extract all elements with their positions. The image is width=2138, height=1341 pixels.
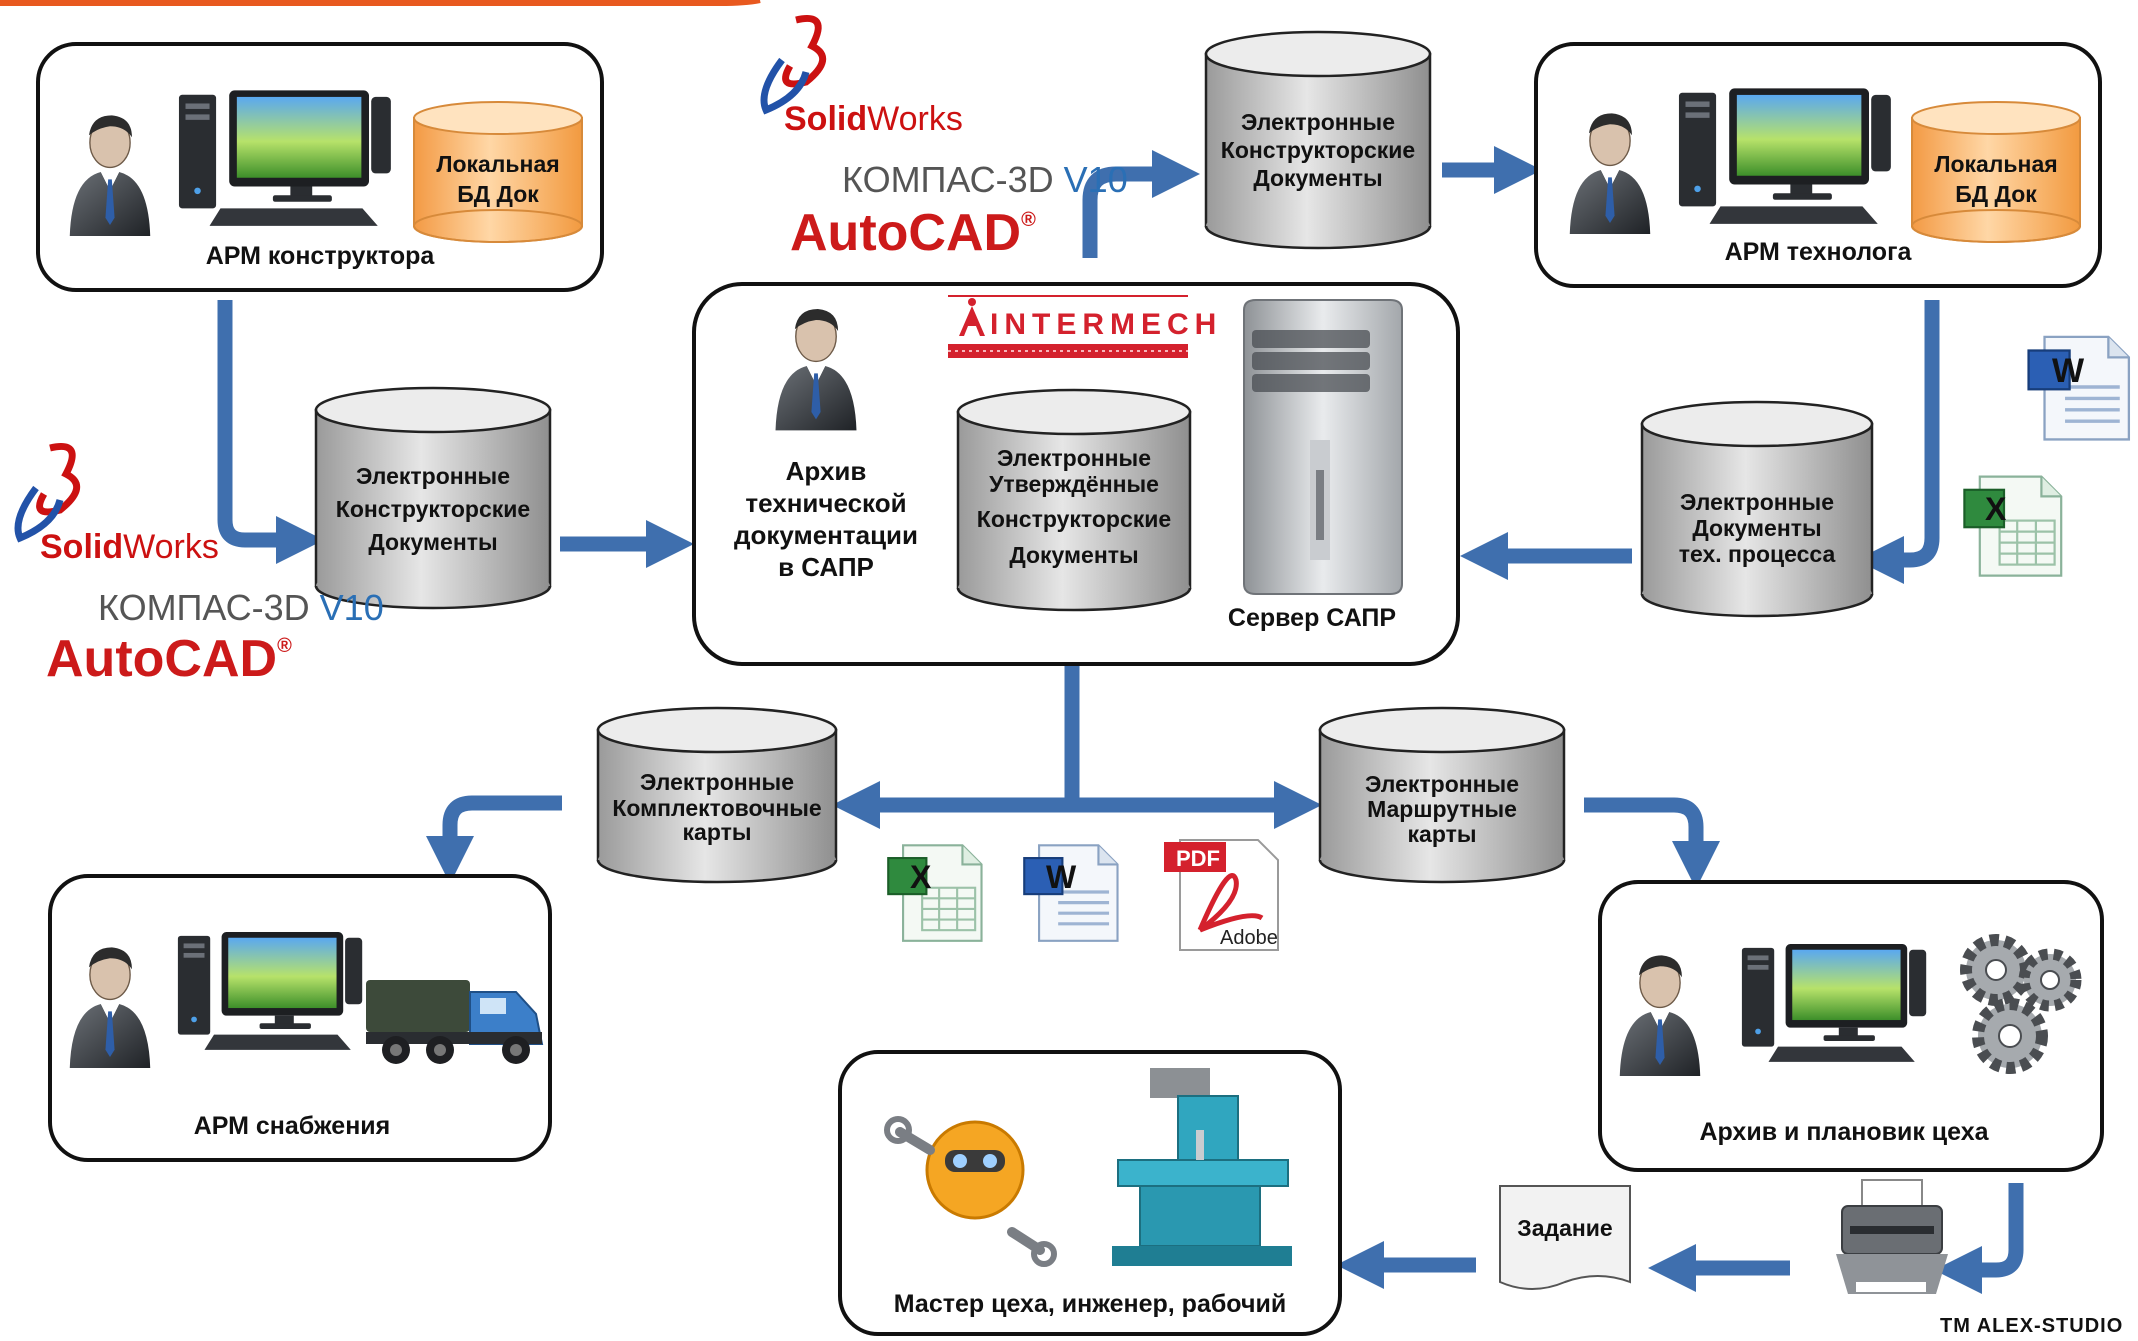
cad-logos-top: SolidWorks КОМПАС-3D V10 AutoCAD® — [760, 15, 1128, 262]
server-label: Сервер САПР — [1228, 604, 1396, 632]
excel-letter: X — [1985, 491, 2007, 527]
archive-label-line1: Архив — [786, 456, 867, 486]
solidworks-logo: SolidWorks — [14, 443, 219, 566]
server-icon — [1243, 299, 1403, 595]
db-label-line1: Электронные — [1241, 109, 1395, 135]
local-database-cylinder: Локальная БД Док — [1911, 101, 2081, 243]
intermech-logo: INTERMECH — [948, 295, 1222, 358]
flow-arrows — [217, 145, 2024, 1295]
task-label: Задание — [1517, 1215, 1612, 1241]
cad-archive: Архив технической документации в САПР IN… — [692, 282, 1460, 666]
database-approved-design-docs: Электронные Утверждённые Конструкторские… — [956, 388, 1192, 612]
excel-document-icon — [887, 844, 983, 942]
solidworks-rest: Works — [867, 100, 963, 138]
workstation-planner: Архив и плановик цеха — [1598, 880, 2104, 1172]
local-db-label-line1: Локальная — [1934, 151, 2057, 177]
db-label-line3: Документы — [1253, 165, 1382, 191]
master-label: Мастер цеха, инженер, рабочий — [894, 1290, 1286, 1318]
svg-text:КОМПАС-3D V10: КОМПАС-3D V10 — [98, 587, 384, 628]
workstation-master: Мастер цеха, инженер, рабочий — [838, 1050, 1342, 1336]
solidworks-bold: Solid — [40, 528, 123, 566]
arrow-designer-to-docs — [217, 300, 325, 565]
kompas-main: КОМПАС-3D — [842, 159, 1064, 200]
workstation-designer: Локальная БД Док АРМ конструктора — [36, 42, 604, 292]
autocad-reg: ® — [277, 635, 292, 657]
db-label-line4: Документы — [1009, 542, 1138, 568]
db-label-line3: Конструкторские — [977, 506, 1171, 532]
db-label-line1: Электронные — [356, 463, 510, 489]
arrow-planner-to-printer — [1933, 1183, 2024, 1295]
database-design-docs-top: Электронные Конструкторские Документы — [1204, 30, 1432, 250]
task-document: Задание — [1499, 1185, 1631, 1290]
db-label-line3: тех. процесса — [1679, 541, 1836, 567]
svg-text:КОМПАС-3D V10: КОМПАС-3D V10 — [842, 159, 1128, 200]
archive-label-line4: в САПР — [778, 552, 874, 582]
db-label-line1: Электронные — [1680, 489, 1834, 515]
db-label-line2: Документы — [1692, 515, 1821, 541]
intermech-wordmark: INTERMECH — [990, 308, 1222, 341]
gears-icon — [1960, 934, 2082, 1074]
svg-text:SolidWorks: SolidWorks — [40, 528, 219, 566]
db-label-line1: Электронные — [640, 769, 794, 795]
db-label-line2: Конструкторские — [336, 496, 530, 522]
solidworks-bold: Solid — [784, 100, 867, 138]
truck-icon — [366, 980, 544, 1064]
workstation-supply: АРМ снабжения — [48, 874, 552, 1162]
planner-label: Архив и плановик цеха — [1699, 1118, 1989, 1146]
word-letter: W — [1046, 859, 1077, 895]
technologist-label: АРМ технолога — [1725, 238, 1913, 266]
kompas-version: V10 — [1064, 159, 1128, 200]
kompas-main: КОМПАС-3D — [98, 587, 320, 628]
excel-letter: X — [910, 859, 932, 895]
autocad-reg: ® — [1021, 209, 1036, 231]
milling-machine-icon — [1112, 1068, 1292, 1266]
local-database-cylinder: Локальная БД Док — [413, 101, 583, 243]
word-letter: W — [2052, 352, 2085, 390]
pdf-document-icon: PDF Adobe — [1164, 839, 1279, 951]
db-label-line2: Маршрутные — [1367, 796, 1517, 822]
solidworks-rest: Works — [123, 528, 219, 566]
svg-text:AutoCAD®: AutoCAD® — [790, 204, 1036, 262]
supply-label: АРМ снабжения — [194, 1112, 391, 1140]
header-accent-line — [0, 0, 761, 6]
archive-label-line2: технической — [745, 488, 906, 518]
autocad-wordmark: AutoCAD — [790, 204, 1021, 262]
db-label-line3: карты — [683, 819, 752, 845]
db-label-line3: Документы — [368, 529, 497, 555]
designer-label: АРМ конструктора — [206, 242, 436, 270]
cad-logos-left: SolidWorks КОМПАС-3D V10 AutoCAD® — [14, 443, 384, 688]
workstation-technologist: Локальная БД Док АРМ технолога — [1534, 42, 2102, 288]
db-label-line2: Конструкторские — [1221, 137, 1415, 163]
printer-icon — [1836, 1179, 1948, 1294]
arrow-route-cards-to-planner — [1584, 797, 1721, 890]
kompas-version: V10 — [320, 587, 384, 628]
solidworks-logo: SolidWorks — [760, 15, 963, 138]
archive-label-line3: документации — [734, 520, 918, 550]
svg-text:AutoCAD®: AutoCAD® — [46, 630, 292, 688]
database-route-cards: Электронные Маршрутные карты — [1318, 706, 1566, 884]
database-process-docs: Электронные Документы тех. процесса — [1640, 400, 1874, 618]
db-label-line3: карты — [1408, 821, 1477, 847]
db-label-line2: Комплектовочные — [612, 795, 821, 821]
arrow-archive-to-top-docs — [1082, 149, 1201, 258]
excel-document-icon — [1963, 475, 2063, 577]
db-label-line2: Утверждённые — [989, 471, 1159, 497]
mechanic-icon — [884, 1116, 1057, 1267]
local-db-label-line2: БД Док — [457, 181, 539, 207]
adobe-label: Adobe — [1220, 927, 1278, 949]
autocad-wordmark: AutoCAD — [46, 630, 277, 688]
database-design-docs: Электронные Конструкторские Документы — [314, 386, 552, 610]
pdf-label: PDF — [1176, 846, 1220, 871]
svg-text:SolidWorks: SolidWorks — [784, 100, 963, 138]
watermark: TM ALEX-STUDIO — [1940, 1315, 2123, 1337]
arrow-kit-cards-to-supply — [425, 795, 562, 885]
local-db-label-line2: БД Док — [1955, 181, 2037, 207]
db-label-line1: Электронные — [997, 445, 1151, 471]
local-db-label-line1: Локальная — [436, 151, 559, 177]
database-kit-cards: Электронные Комплектовочные карты — [596, 706, 838, 884]
db-label-line1: Электронные — [1365, 771, 1519, 797]
arrow-technologist-to-process-docs — [1855, 300, 1940, 585]
